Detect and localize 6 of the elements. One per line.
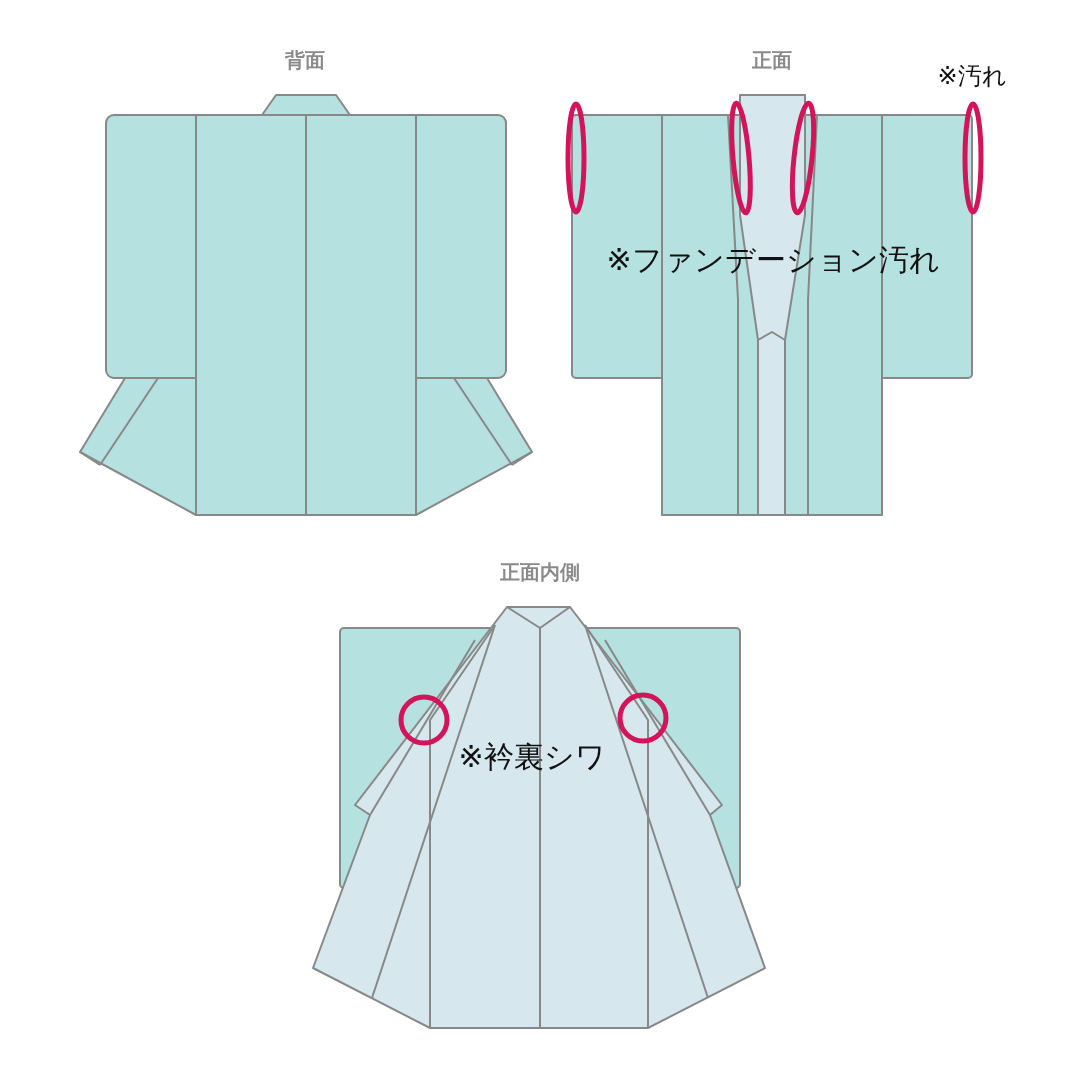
note-text: ※衿裏シワ bbox=[458, 742, 606, 772]
view-title: 正面内側 bbox=[500, 562, 580, 582]
note-text: ※汚れ bbox=[937, 64, 1007, 88]
note-text: ※ファンデーション汚れ bbox=[606, 245, 940, 275]
view-title: 背面 bbox=[285, 50, 325, 70]
view-title: 正面 bbox=[752, 50, 792, 70]
